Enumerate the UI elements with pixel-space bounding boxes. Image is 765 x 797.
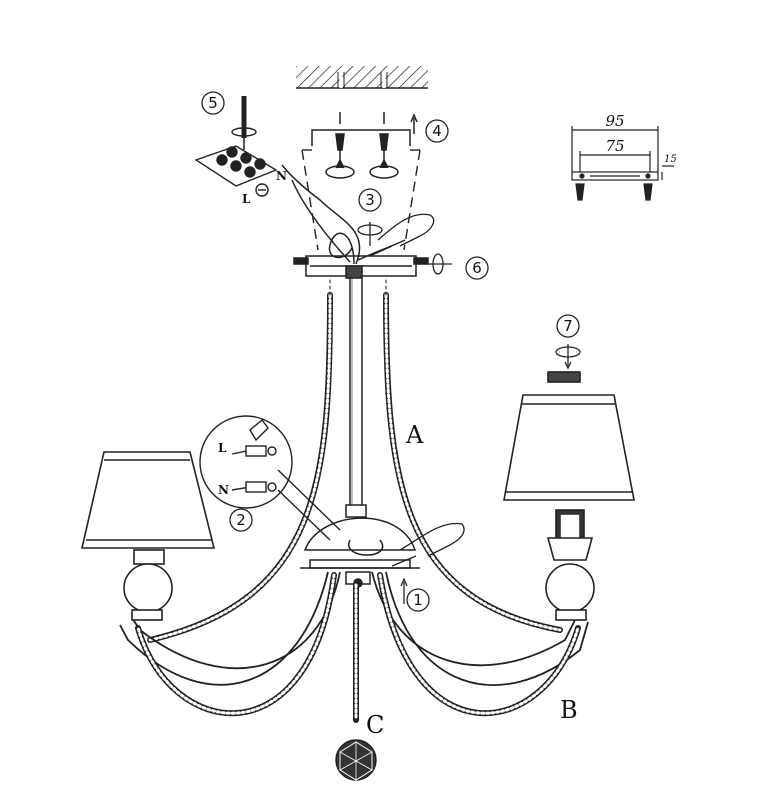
dimension-outer: 95 xyxy=(605,112,624,130)
part-label-a: A xyxy=(405,421,424,449)
bracket-dimension-diagram xyxy=(571,126,674,201)
hand-tool-bottom xyxy=(391,522,465,567)
wire-label-live-terminal: L xyxy=(242,192,251,206)
wire-label-neutral-detail: N xyxy=(218,483,229,497)
ceiling xyxy=(296,66,428,89)
step-1-number: 1 xyxy=(413,591,423,609)
canopy-dashed-outline xyxy=(301,149,421,251)
step-5-number: 5 xyxy=(208,94,218,112)
ceiling-canopy xyxy=(281,164,429,279)
central-hub xyxy=(300,517,420,588)
left-lamp xyxy=(80,451,216,621)
step-6-number: 6 xyxy=(472,259,482,277)
rotation-symbols xyxy=(357,222,581,604)
terminal-block xyxy=(194,96,278,197)
step-1-badge: 1 xyxy=(406,588,430,612)
step-4-number: 4 xyxy=(432,122,442,140)
ceiling-chains xyxy=(147,279,563,643)
step-7-badge: 7 xyxy=(556,314,580,338)
wire-label-live-detail: L xyxy=(218,441,227,455)
step-4-badge: 4 xyxy=(425,119,449,143)
arm-chains xyxy=(135,572,581,723)
central-rod xyxy=(345,278,367,518)
crystal-finial xyxy=(335,739,377,781)
right-lamp xyxy=(503,371,635,621)
dimension-thickness: 15 xyxy=(664,154,677,165)
step-5-badge: 5 xyxy=(201,91,225,115)
step-3-number: 3 xyxy=(365,191,375,209)
dimension-inner: 75 xyxy=(605,137,624,155)
step-2-number: 2 xyxy=(236,511,246,529)
hand-tool-top xyxy=(369,213,435,257)
part-label-b: B xyxy=(560,696,578,724)
step-6-badge: 6 xyxy=(465,256,489,280)
wiring-detail xyxy=(199,415,341,541)
step-3-badge: 3 xyxy=(358,188,382,212)
mounting-bracket xyxy=(311,112,418,179)
step-2-badge: 2 xyxy=(229,508,253,532)
part-label-c: C xyxy=(366,711,384,739)
step-7-number: 7 xyxy=(563,317,573,335)
wire-label-neutral-terminal: N xyxy=(276,169,287,183)
